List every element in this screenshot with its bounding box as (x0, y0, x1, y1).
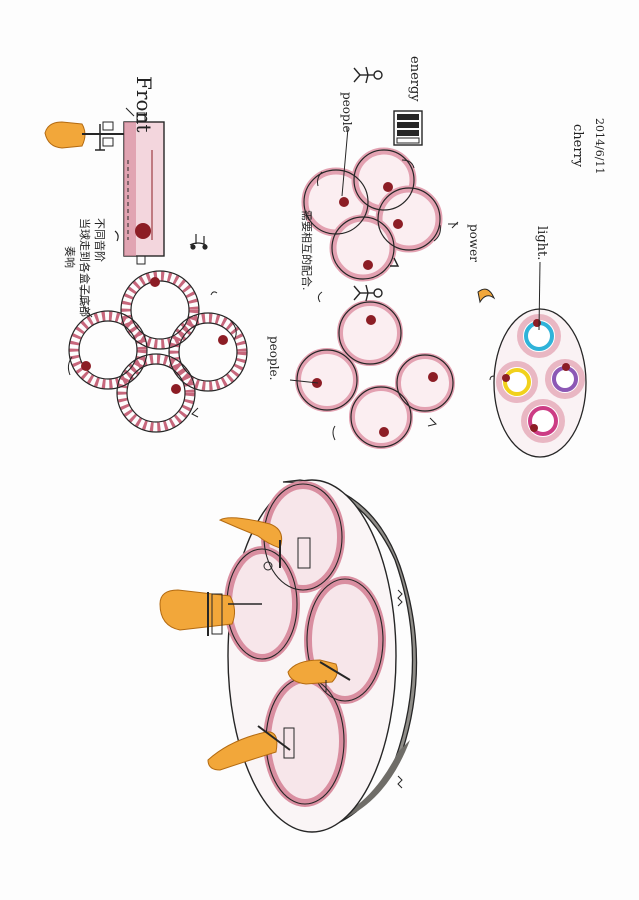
note-line-3: 奏响 (63, 246, 76, 268)
note-line-4: 需要相互的配合. (300, 210, 314, 291)
energy-bars-icon (393, 110, 423, 146)
people-label-top: people (340, 92, 354, 133)
striped-rings-sketch (67, 270, 248, 433)
drum-knob-4 (207, 725, 295, 771)
crescent-moon-icon (477, 288, 496, 304)
top-view-lights-sketch (489, 261, 587, 458)
power-label: power (467, 224, 481, 262)
music-note-icon (114, 230, 208, 250)
drum-knob-1 (218, 517, 311, 571)
person-icon (353, 257, 400, 302)
author-signature: cherry (570, 124, 585, 168)
person-icon (353, 66, 383, 84)
red-ball-icon (135, 223, 151, 239)
light-label: light. (534, 226, 549, 260)
drum-knob-2 (159, 589, 262, 636)
yellow-light-icon (503, 368, 531, 396)
note-line-1: 不同音阶 (93, 218, 107, 262)
people-label-left: people. (267, 336, 281, 380)
clover-circles-sketch (301, 127, 443, 282)
front-label: Front (132, 76, 156, 132)
front-view-sketch: Front (44, 76, 208, 265)
energy-label: energy (407, 56, 422, 102)
chinese-note: 不同音阶 当球走到各盒子底部 奏响 (63, 218, 107, 318)
drum-knob-3 (287, 659, 351, 692)
five-circles-sketch (289, 300, 455, 449)
magenta-light-icon (528, 406, 558, 436)
orange-knob-icon (44, 121, 86, 149)
perspective-drum-sketch (159, 479, 418, 833)
note-line-2: 当球走到各盒子底部 (78, 218, 92, 317)
date-label: 2014/6/11 (593, 118, 606, 174)
